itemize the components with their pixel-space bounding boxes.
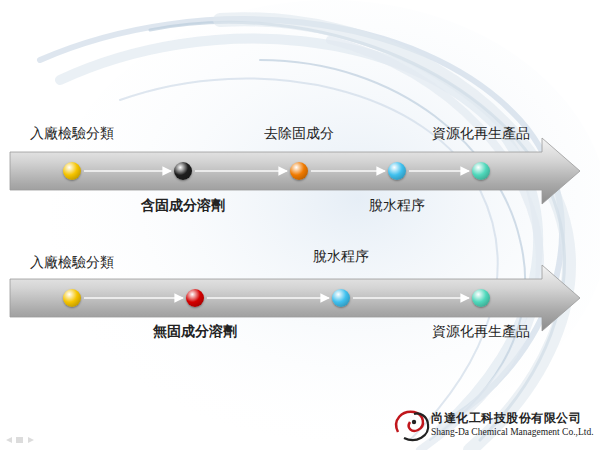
flow-arrow-band [10,138,580,204]
flow-connector [84,297,183,299]
process-step-dot: 脫水程序 [332,289,350,307]
process-step-dot: 含固成分溶劑 [174,162,192,180]
flow-connector [311,170,385,172]
company-logo-mark [396,412,428,440]
flow-connector [409,170,469,172]
step-label: 無固成分溶劑 [153,323,237,340]
process-step-dot: 無固成分溶劑 [186,289,204,307]
flow-connector [84,170,171,172]
flow-connector [195,170,287,172]
flow-connector [353,297,469,299]
process-step-dot: 脫水程序 [388,162,406,180]
step-label: 去除固成分 [264,125,334,142]
company-name: Shang-Da Chemical Management Co.,Ltd. [431,427,594,437]
swoosh-lines [40,19,569,450]
process-step-dot: 入廠檢驗分類 [63,289,81,307]
step-label: 含固成分溶劑 [141,197,225,214]
flow-arrow-band [10,265,580,331]
corner-icons [6,437,34,443]
process-step-dot: 入廠檢驗分類 [63,162,81,180]
step-label: 脫水程序 [313,248,369,265]
flow-connector [207,297,329,299]
process-step-dot: 資源化再生產品 [472,162,490,180]
company-name: 尚達化工科技股份有限公司 [431,410,581,427]
step-label: 入廠檢驗分類 [30,254,114,271]
process-step-dot: 去除固成分 [290,162,308,180]
step-label: 脫水程序 [369,197,425,214]
step-label: 入廠檢驗分類 [30,125,114,142]
step-label: 資源化再生產品 [432,125,530,142]
step-label: 資源化再生產品 [432,323,530,340]
glow [50,0,600,440]
process-step-dot: 資源化再生產品 [472,289,490,307]
